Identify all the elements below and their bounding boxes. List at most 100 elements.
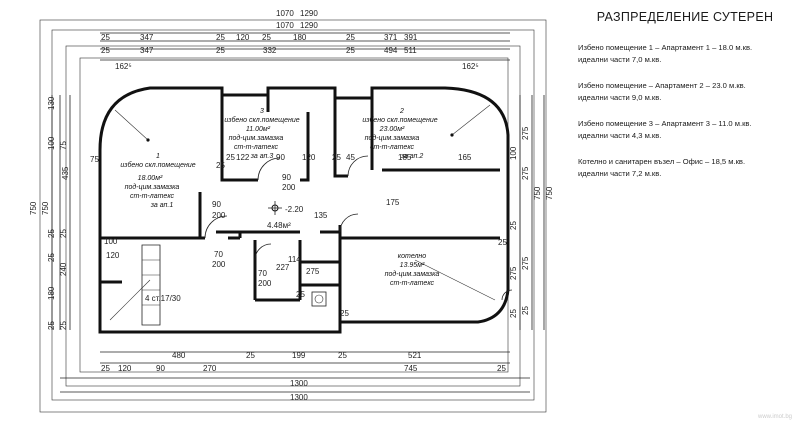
dim-top-2b: 1290 xyxy=(300,21,318,30)
outer-dimension-frame-2 xyxy=(51,29,535,401)
room1-area: 18.00м² xyxy=(138,175,163,182)
dim-top-r4: 25 xyxy=(346,46,355,55)
building-outline xyxy=(98,86,510,334)
room3-name: избено скл.помещение xyxy=(224,116,299,124)
legend-entry: Котелно и санитарен възел – Офис – 18,5 … xyxy=(578,156,792,180)
dim-top-1: 1070 xyxy=(276,9,294,18)
legend-entry-line: Избено помещение 3 – Апартамент 3 – 11.0… xyxy=(578,119,752,128)
dim-right: 750 xyxy=(545,186,554,200)
dim-left: 25 xyxy=(47,229,56,238)
room3-owner: за ап.3 xyxy=(250,153,274,160)
dim-right: 275 xyxy=(521,166,530,180)
dim-top-r4: 347 xyxy=(140,46,154,55)
room1-name: избено скл.помещение xyxy=(120,161,195,169)
stair xyxy=(109,244,161,326)
dim-left: 75 xyxy=(59,141,68,150)
dim-inner: 90 xyxy=(282,173,291,182)
dim-bottom-r1: 25 xyxy=(338,351,347,360)
interior-walls xyxy=(100,95,500,322)
room2-floor: под-цим.замазка xyxy=(365,134,420,142)
dim-inner: 135 xyxy=(314,211,328,220)
hall-level: -2.20 xyxy=(285,205,304,214)
door-swing xyxy=(257,157,281,181)
legend-entry-line: Котелно и санитарен възел – Офис – 18,5 … xyxy=(578,157,746,166)
door-swing xyxy=(339,213,359,233)
boiler-floor: под-цим.замазка xyxy=(385,270,440,278)
dim-inner: 275 xyxy=(306,267,320,276)
dim-top-r3: 391 xyxy=(404,33,418,42)
dim-right: 750 xyxy=(533,186,542,200)
dim-top-1b: 1290 xyxy=(300,9,318,18)
dim-top-r4: 494 xyxy=(384,46,398,55)
dim-left: 25 xyxy=(59,229,68,238)
dim-left: 240 xyxy=(59,262,68,276)
boiler-name: котелно xyxy=(398,253,426,260)
dim-inner: 25 xyxy=(340,309,349,318)
dim-bottom-r2: 90 xyxy=(156,364,165,373)
legend-entry: Избено помещение 1 – Апартамент 1 – 18.0… xyxy=(578,42,792,66)
dim-inner: 114 xyxy=(288,255,301,264)
dim-inner: 165 xyxy=(458,153,472,162)
dim-inner: 200 xyxy=(212,211,226,220)
dim-left: 180 xyxy=(47,286,56,300)
dims-inner: 75 25 122 90 120 25 45 185 165 25 90 200… xyxy=(90,153,507,318)
dim-left: 750 xyxy=(41,201,50,215)
dim-inner: 25 xyxy=(226,153,235,162)
legend-entry-line: идеални части 7,2 м.кв. xyxy=(578,169,662,178)
dim-right: 25 xyxy=(509,309,518,318)
room1-floor: под-цим.замазка xyxy=(125,183,180,191)
boiler-area: 13.95м² xyxy=(400,262,425,269)
boiler-walls: ст-т-латекс xyxy=(390,280,435,287)
dim-inner: 122 xyxy=(236,153,250,162)
room2-owner: за ап.2 xyxy=(400,153,424,160)
legend-entry-line: идеални части 9,0 м.кв. xyxy=(578,93,662,102)
outer-dimension-frame xyxy=(39,19,547,413)
dim-bottom-r2: 745 xyxy=(404,364,418,373)
dim-bottom-r1: 480 xyxy=(172,351,186,360)
dim-top-r4: 25 xyxy=(101,46,110,55)
dim-bottom-r2: 25 xyxy=(101,364,110,373)
dim-left: 25 xyxy=(47,321,56,330)
dim-inner: 90 xyxy=(276,153,285,162)
room3-walls: ст-т-латекс xyxy=(234,144,279,151)
dim-top-r3: 25 xyxy=(101,33,110,42)
legend-entry-line: идеални части 7,0 м.кв. xyxy=(578,55,662,64)
room2-walls: ст-т-латекс xyxy=(370,144,415,151)
stair-label: 4 ст.17/30 xyxy=(145,294,181,303)
dim-top-r5: 162⁵ xyxy=(115,62,132,71)
dim-right: 25 xyxy=(509,221,518,230)
dim-bottom-r1: 199 xyxy=(292,351,306,360)
dim-top-r3: 180 xyxy=(293,33,307,42)
dim-inner: 45 xyxy=(346,153,355,162)
dim-top-r3: 120 xyxy=(236,33,250,42)
watermark: www.imot.bg xyxy=(757,414,792,420)
dim-left: 25 xyxy=(47,253,56,262)
dim-bottom-total-2: 1300 xyxy=(290,393,308,402)
dim-top-r3: 347 xyxy=(140,33,154,42)
dim-left: 130 xyxy=(47,96,56,110)
dim-top-2: 1070 xyxy=(276,21,294,30)
dim-inner: 200 xyxy=(212,260,226,269)
dim-inner: 25 xyxy=(216,161,225,170)
dim-bottom-total-1: 1300 xyxy=(290,379,308,388)
dim-inner: 25 xyxy=(498,238,507,247)
dim-bottom-r2: 270 xyxy=(203,364,217,373)
room1-number: 1 xyxy=(156,153,160,160)
dim-top-r5: 162⁵ xyxy=(462,62,479,71)
room3-floor: под-цим.замазка xyxy=(229,134,284,142)
dim-left: 435 xyxy=(61,166,70,180)
dim-top-r3: 371 xyxy=(384,33,398,42)
room3-area: 11.00м² xyxy=(246,126,271,133)
legend-entry: Избено помещение 3 – Апартамент 3 – 11.0… xyxy=(578,118,792,142)
room1-owner: за ап.1 xyxy=(150,202,174,209)
toilet-fixture xyxy=(311,291,327,307)
dim-bottom-r1: 25 xyxy=(246,351,255,360)
dim-inner: 120 xyxy=(106,251,120,260)
dim-left: 100 xyxy=(47,136,56,150)
dim-inner: 185 xyxy=(398,153,412,162)
dims-left: 130 100 75 435 750 750 25 25 240 25 180 … xyxy=(29,96,70,330)
dim-right: 100 xyxy=(509,146,518,160)
room3-number: 3 xyxy=(260,108,264,115)
dim-inner: 70 xyxy=(214,250,223,259)
dim-inner: 25 xyxy=(332,153,341,162)
